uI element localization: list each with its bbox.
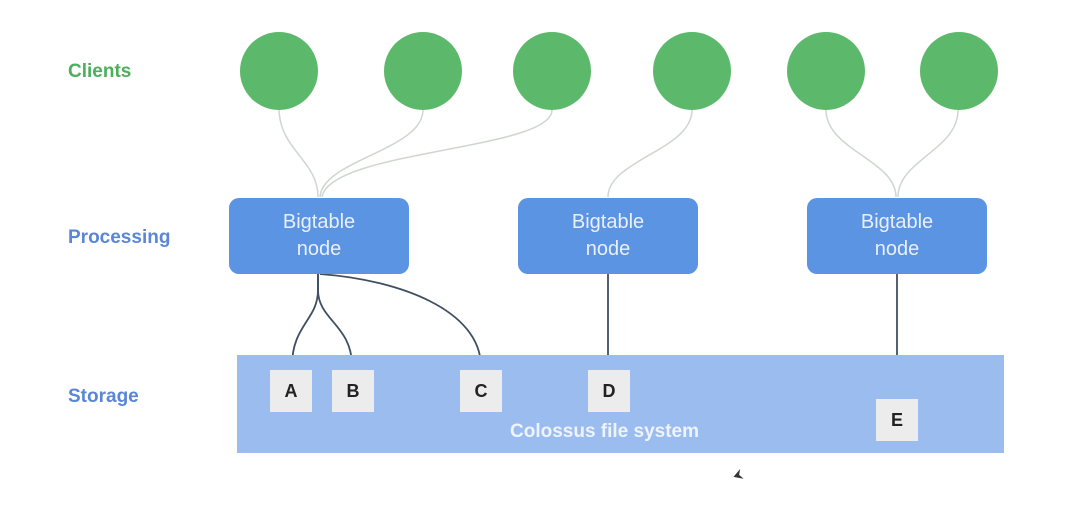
client-circle (240, 32, 318, 110)
storage-block-a: A (270, 370, 312, 412)
client-circle (920, 32, 998, 110)
client-link-4 (607, 109, 693, 198)
client-link-2 (319, 109, 424, 198)
client-link-6 (897, 109, 959, 198)
storage-link-a (286, 274, 319, 369)
node-label-line2: node (585, 238, 631, 260)
tier-label-clients: Clients (68, 61, 132, 82)
storage-block-d: D (588, 370, 630, 412)
bigtable-node: Bigtable node (807, 198, 987, 274)
bigtable-node: Bigtable node (229, 198, 409, 274)
storage-block-e: E (876, 399, 918, 441)
storage-label: Colossus file system (510, 421, 700, 442)
bigtable-node: Bigtable node (518, 198, 698, 274)
client-circle (513, 32, 591, 110)
client-circle (653, 32, 731, 110)
node-label-line1: Bigtable (282, 211, 356, 233)
storage-block-b: B (332, 370, 374, 412)
client-link-3 (321, 109, 553, 198)
node-label-line2: node (874, 238, 920, 260)
node-label-line1: Bigtable (571, 211, 645, 233)
client-link-1 (278, 107, 319, 198)
storage-block-c: C (460, 370, 502, 412)
node-label-line2: node (296, 238, 342, 260)
node-label-line1: Bigtable (860, 211, 934, 233)
client-circle (787, 32, 865, 110)
client-link-5 (825, 109, 897, 198)
tier-label-storage: Storage (68, 386, 139, 407)
client-circle (384, 32, 462, 110)
tier-label-processing: Processing (68, 227, 171, 248)
storage-link-b (317, 274, 358, 369)
storage-link-c (319, 273, 487, 369)
